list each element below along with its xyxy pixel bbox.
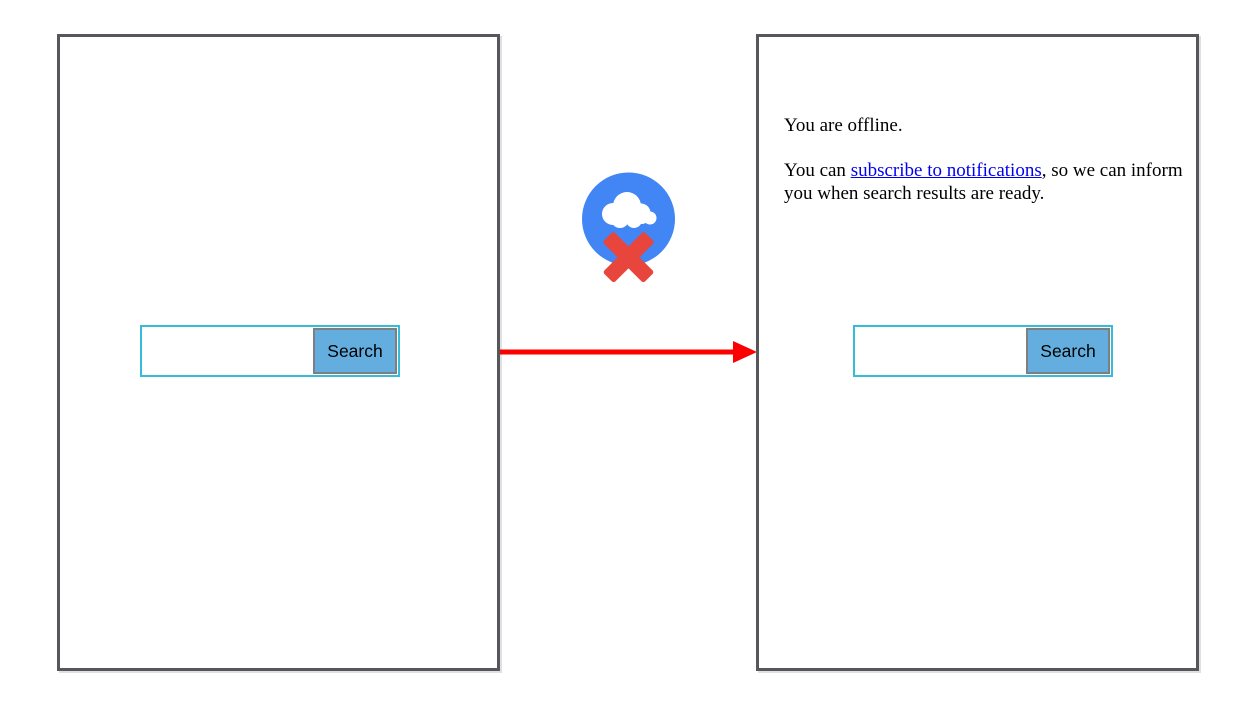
search-button[interactable]: Search — [313, 328, 397, 374]
right-app-frame: You are offline. You can subscribe to no… — [756, 34, 1199, 671]
notify-text-before: You can — [784, 160, 851, 181]
search-input[interactable] — [855, 327, 1037, 375]
subscribe-notifications-link[interactable]: subscribe to notifications — [850, 160, 1042, 181]
offline-status-text: You are offline. — [784, 115, 903, 136]
offline-message-block: You are offline. You can subscribe to no… — [784, 114, 1186, 205]
left-app-frame: Search — [57, 34, 500, 671]
cloud-glyph — [602, 192, 657, 228]
search-input[interactable] — [142, 327, 324, 375]
notification-offer-text: You can subscribe to notifications, so w… — [784, 159, 1186, 205]
search-box-group: Search — [853, 325, 1113, 377]
x-mark-glyph — [603, 232, 654, 283]
search-button[interactable]: Search — [1026, 328, 1110, 374]
notify-text-after: , so we can inform you when search resul… — [784, 160, 1183, 204]
cloud-offline-icon — [582, 172, 675, 283]
search-box-group: Search — [140, 325, 400, 377]
flow-arrow-icon — [500, 341, 757, 363]
